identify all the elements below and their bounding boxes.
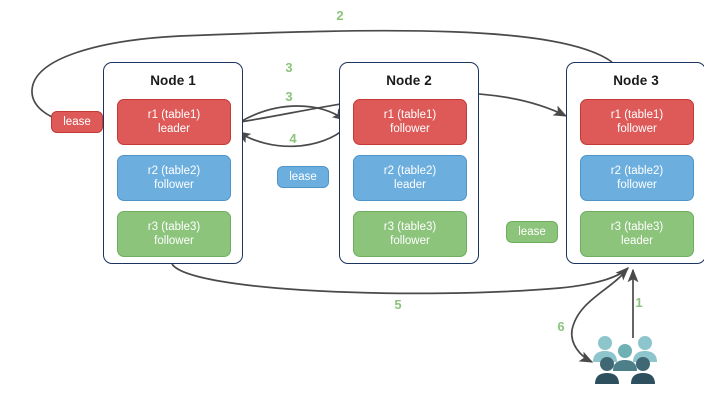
edge-3-to-node2 [239,105,347,123]
step-label-2: 2 [336,8,344,23]
node-3-replica-r1[interactable]: r1 (table1) follower [580,99,694,145]
replica-role: follower [390,235,430,247]
step-label-3b: 3 [285,89,293,104]
replica-role: follower [617,179,657,191]
replica-name: r1 (table1) [383,109,437,121]
lease-badge-red[interactable]: lease [51,111,103,133]
replica-role: leader [394,179,426,191]
step-label-5: 5 [394,297,402,312]
replica-name: r3 (table3) [610,221,664,233]
node-2-replica-r1[interactable]: r1 (table1) follower [353,99,467,145]
replica-name: r2 (table2) [610,165,664,177]
node-2[interactable]: Node 2 r1 (table1) follower r2 (table2) … [339,62,479,264]
node-1-title: Node 1 [150,73,196,88]
node-3-title: Node 3 [613,73,659,88]
replica-name: r3 (table3) [383,221,437,233]
node-2-replica-r2[interactable]: r2 (table2) leader [353,155,467,201]
node-2-title: Node 2 [386,73,432,88]
step-label-3a: 3 [285,60,293,75]
replica-role: follower [390,123,430,135]
replica-name: r2 (table2) [383,165,437,177]
node-1-replica-r3[interactable]: r3 (table3) follower [117,211,231,257]
replica-role: follower [154,179,194,191]
users-group-icon [593,336,657,384]
replica-role: leader [621,235,653,247]
replica-name: r1 (table1) [610,109,664,121]
replica-role: leader [158,123,190,135]
replica-role: follower [617,123,657,135]
node-1-replica-r2[interactable]: r2 (table2) follower [117,155,231,201]
replica-role: follower [154,235,194,247]
step-label-6: 6 [557,319,565,334]
node-3[interactable]: Node 3 r1 (table1) follower r2 (table2) … [566,62,704,264]
node-3-replica-r3[interactable]: r3 (table3) leader [580,211,694,257]
replica-name: r3 (table3) [147,221,201,233]
node-3-replica-r2[interactable]: r2 (table2) follower [580,155,694,201]
step-label-1: 1 [635,295,643,310]
node-2-replica-r3[interactable]: r3 (table3) follower [353,211,467,257]
replica-name: r1 (table1) [147,109,201,121]
step-label-4: 4 [289,131,297,146]
lease-badge-green[interactable]: lease [506,221,558,243]
node-1-replica-r1[interactable]: r1 (table1) leader [117,99,231,145]
edge-5-response [171,263,629,295]
lease-badge-blue[interactable]: lease [277,166,329,188]
node-1[interactable]: Node 1 r1 (table1) leader r2 (table2) fo… [103,62,243,264]
replica-name: r2 (table2) [147,165,201,177]
